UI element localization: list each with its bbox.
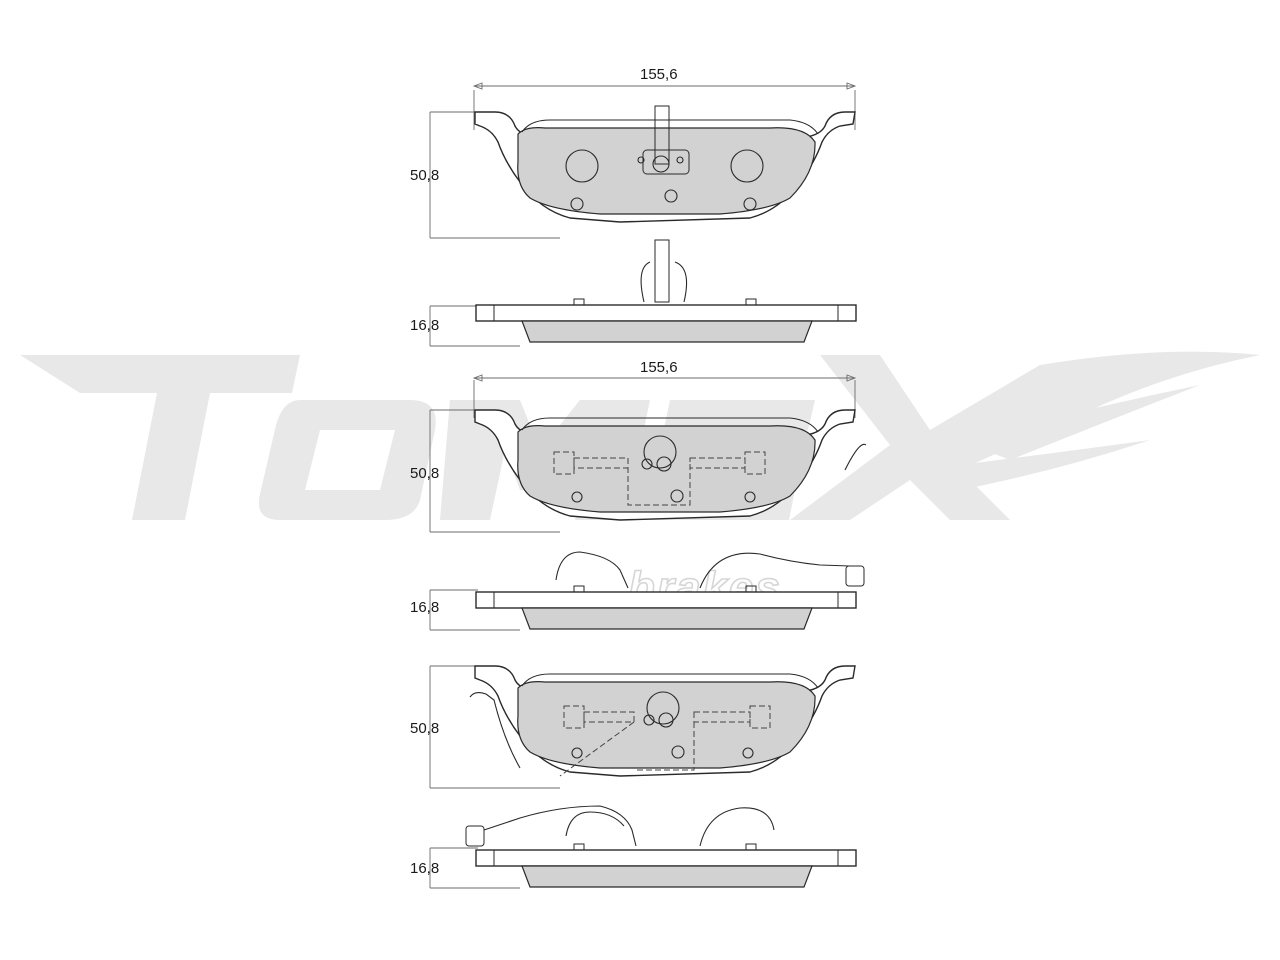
pad-front-view-1: 155,6 50,8 <box>410 66 857 239</box>
thickness-dimension-label-3: 16,8 <box>410 860 439 877</box>
pad-side-view-1: 16,8 <box>410 239 857 347</box>
height-dimension-label-3: 50,8 <box>410 720 439 737</box>
height-dimension-label-1: 50,8 <box>410 167 439 184</box>
pad-front-view-3: 50,8 <box>410 665 856 789</box>
pad-front-view-2: 155,6 50,8 <box>410 359 867 533</box>
thickness-dimension-label-2: 16,8 <box>410 599 439 616</box>
width-dimension-label-2: 155,6 <box>640 359 678 376</box>
width-dimension-label-1: 155,6 <box>640 66 678 83</box>
height-dimension-label-2: 50,8 <box>410 465 439 482</box>
pad-side-view-3: 16,8 <box>410 805 857 889</box>
pad-side-view-2: 16,8 <box>410 551 865 631</box>
thickness-dimension-label-1: 16,8 <box>410 317 439 334</box>
